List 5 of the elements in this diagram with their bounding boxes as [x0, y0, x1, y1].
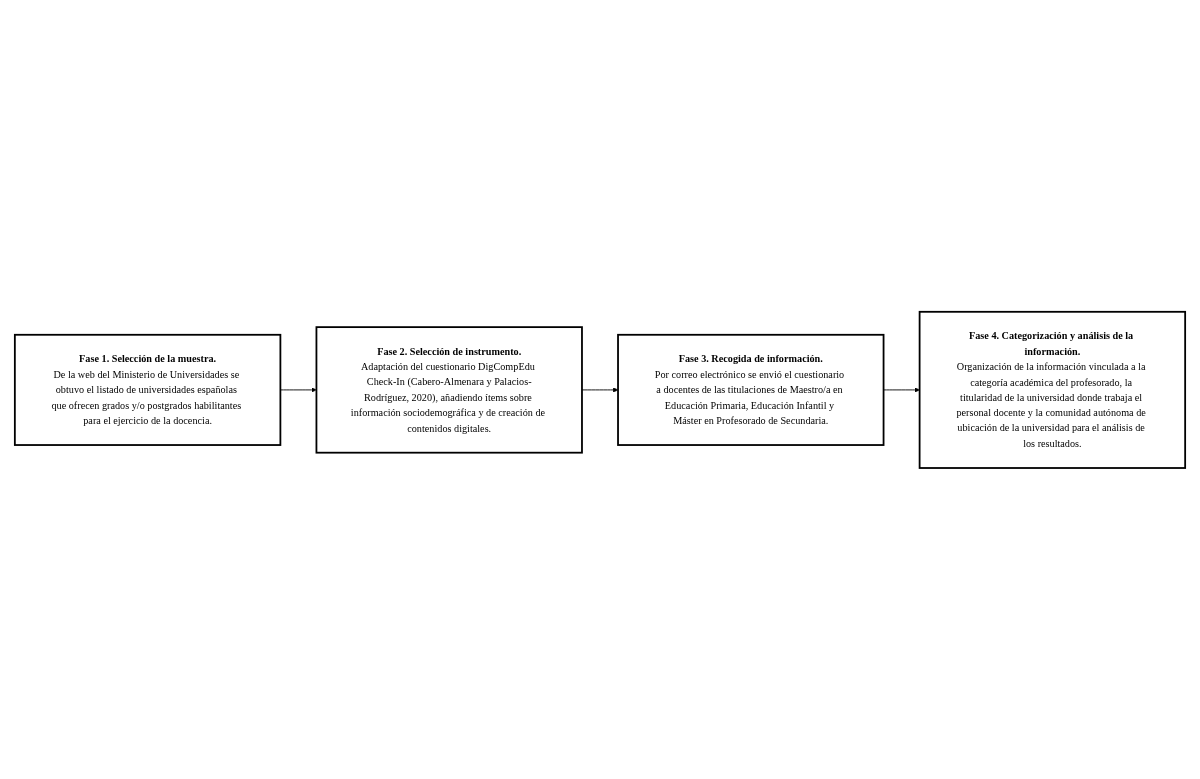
node-box — [13, 333, 282, 446]
node-box — [315, 325, 583, 454]
node-box — [617, 333, 885, 446]
node-box — [918, 310, 1187, 469]
flowchart: Fase 1. Selección de la muestra. De la web del Ministerio de Universidades se obtuvo el listado de universidades españolas que ofrecen grados y/o postgrados habilitantes para el ejercicio de la docencia. Fase 2. Selección de instrumento. Adaptación del cuestionario DigCompEdu Check-In (Cabero-Almenara y Palacios-Rodríguez, 2020), añadiendo ítems sobre información sociodemográfica y de creación de contenidos digitales. Fase 3. Recogida de información. Por correo electrónico se envió el cuestionario a docentes de las titulaciones de Maestro/a en Educación Primaria, Educación Infantil y Máster en Profesorado de Secundaria. Fase 4. Categorización y análisis de la información. Organización de la información vinculada a la categoría académica del profesorado, la titularidad de la universidad donde trabaja el personal docente y la comunidad autónoma de ubicación de la universidad para el análisis de los resultados. — [10, 306, 1190, 473]
